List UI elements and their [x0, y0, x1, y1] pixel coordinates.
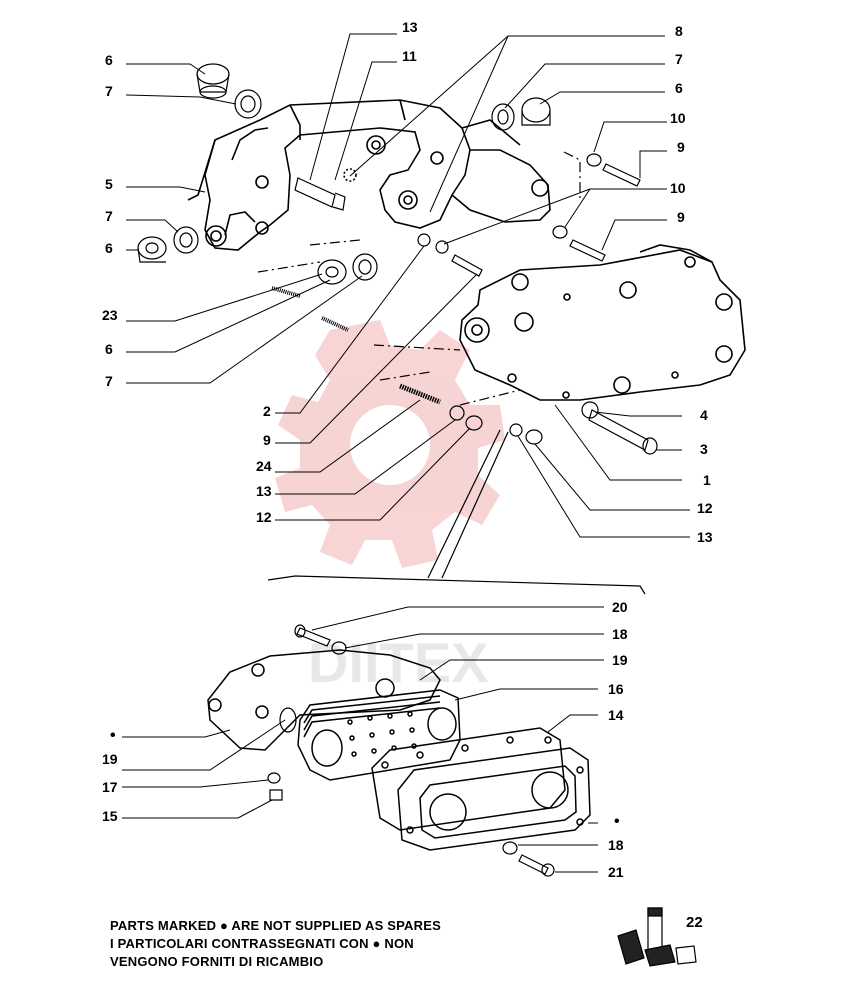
callout-16: 16: [608, 681, 624, 697]
page-number: 22: [686, 914, 703, 931]
bolt-9-a: [602, 163, 641, 187]
callout-21: 21: [608, 864, 624, 880]
callout-6-center: 6: [105, 341, 113, 357]
lubricant-kit-icon: [617, 907, 697, 967]
callout-23: 23: [102, 307, 118, 323]
callout-9-mid: 9: [677, 209, 685, 225]
callout-7-top-right: 7: [675, 51, 683, 67]
bolt-21: [518, 854, 555, 877]
watermark-gear-logo: [275, 320, 505, 568]
callout-19-top: 19: [612, 652, 628, 668]
callout-11: 11: [402, 48, 417, 64]
callout-6-top-right: 6: [675, 80, 683, 96]
bolt-9-b: [569, 239, 606, 262]
callout-7-top-left: 7: [105, 83, 113, 99]
cover-plate-18: [397, 747, 591, 851]
callout-5: 5: [105, 176, 113, 192]
callout-6-top-left: 6: [105, 52, 113, 68]
stud-23-b: [321, 316, 349, 332]
callout-14: 14: [608, 707, 624, 723]
callout-20: 20: [612, 599, 628, 615]
callout-15: 15: [102, 808, 118, 824]
washer-18-bottom: [502, 841, 518, 855]
callout-9-lower: 9: [263, 432, 271, 448]
plug-6-center: [317, 259, 347, 285]
bolt-3: [588, 409, 658, 455]
callout-19-left: 19: [102, 751, 118, 767]
callout-12-left: 12: [256, 509, 272, 525]
callout-4: 4: [700, 407, 708, 423]
callout-2: 2: [263, 403, 271, 419]
assembly-lines: [257, 151, 581, 406]
leader-lines-lower: [122, 606, 604, 873]
callout-13-top: 13: [402, 19, 418, 35]
bolt-13-upper: [294, 177, 346, 211]
washer-17: [267, 772, 281, 784]
stud-23-a: [271, 286, 301, 298]
washer-7-center: [352, 253, 378, 281]
note-line-1: PARTS MARKED ● ARE NOT SUPPLIED AS SPARE…: [110, 918, 441, 933]
washer-10-d: [435, 240, 449, 254]
washer-10-a: [586, 153, 602, 167]
note-line-2: I PARTICOLARI CONTRASSEGNATI CON ● NON: [110, 936, 414, 951]
callout-8: 8: [675, 23, 683, 39]
bolt-20: [294, 624, 331, 647]
washer-13-left: [449, 405, 465, 421]
washer-7-left: [173, 226, 199, 254]
callout-18-top: 18: [612, 626, 628, 642]
washer-13-right: [509, 423, 523, 437]
assembly-bracket: [267, 429, 646, 595]
callout-13-right: 13: [697, 529, 713, 545]
gasket-14: [371, 727, 566, 831]
callout-7-left: 7: [105, 208, 113, 224]
plug-6-left: [137, 236, 167, 263]
callout-1: 1: [703, 472, 711, 488]
washer-7-top-left: [234, 89, 262, 119]
screw-15: [269, 789, 283, 801]
callout-18-bottom: 18: [608, 837, 624, 853]
callout-7-center: 7: [105, 373, 113, 389]
callout-10-mid: 10: [670, 180, 686, 196]
callout-24: 24: [256, 458, 272, 474]
cooler-core-16: [297, 689, 461, 781]
bullet-marker-right: •: [614, 813, 620, 830]
watermark-text: DIITEX: [308, 631, 488, 694]
callout-6-left: 6: [105, 240, 113, 256]
washer-4: [581, 401, 599, 419]
callout-12-right: 12: [697, 500, 713, 516]
filter-support-body: [187, 99, 551, 251]
lower-support-body: [207, 649, 441, 751]
stud-24: [399, 383, 441, 405]
washer-10-b: [552, 225, 568, 239]
washer-10-c: [417, 233, 431, 247]
callout-13-left: 13: [256, 483, 272, 499]
plug-6-top-right: [521, 97, 551, 126]
bolt-9-c: [451, 254, 483, 277]
callout-17: 17: [102, 779, 118, 795]
callout-9-top: 9: [677, 139, 685, 155]
washer-7-top-right: [491, 103, 515, 131]
gasket-19: [279, 707, 297, 733]
note-line-3: VENGONO FORNITI DI RICAMBIO: [110, 954, 324, 969]
callout-3: 3: [700, 441, 708, 457]
nut-12-right: [525, 429, 543, 445]
callout-10-top: 10: [670, 110, 686, 126]
nut-12-left: [465, 415, 483, 431]
plug-6-top-left: [196, 63, 230, 99]
oil-cooler-housing: [459, 244, 746, 401]
bullet-marker-left: •: [110, 727, 116, 744]
leader-lines-upper: [125, 33, 690, 538]
